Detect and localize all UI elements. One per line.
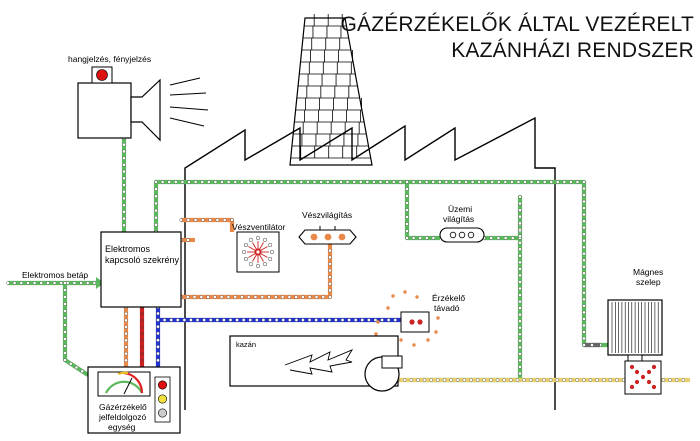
- label-alarm: hangjelzés, fényjelzés: [68, 54, 152, 64]
- title-line-1: GÁZÉRZÉKELŐK ÁLTAL VEZÉRELT: [340, 13, 694, 36]
- label-sensor-2: távadó: [434, 303, 460, 313]
- label-boiler: kazán: [236, 340, 257, 349]
- operating-light: [439, 227, 485, 243]
- label-switch-cabinet-1: Elektromos: [105, 244, 151, 254]
- boiler: [229, 335, 403, 392]
- emergency-fan: [236, 231, 280, 273]
- label-switch-cabinet-2: kapcsoló szekrény: [105, 255, 180, 265]
- switch-cabinet: [100, 231, 182, 308]
- label-processor-1: Gázérzékelő: [99, 402, 147, 412]
- solenoid-valve: [607, 299, 663, 395]
- alarm-siren: [77, 66, 209, 142]
- label-sensor-1: Érzékelő: [432, 293, 466, 303]
- emergency-light: [298, 226, 357, 245]
- label-valve-2: szelep: [636, 277, 661, 287]
- label-processor-3: egység: [108, 422, 136, 432]
- label-emergency-light: Vészvilágítás: [302, 210, 353, 220]
- title-line-2: KAZÁNHÁZI RENDSZER: [451, 39, 694, 62]
- building-outline: [184, 116, 556, 410]
- label-operating-light-1: Üzemi: [448, 204, 473, 214]
- label-power-in: Elektromos betáp: [22, 270, 89, 280]
- label-valve-1: Mágnes: [633, 267, 664, 277]
- label-operating-light-2: világítás: [443, 214, 475, 224]
- label-fan: Vészventilátor: [232, 222, 286, 232]
- label-processor-2: jelfeldolgozó: [99, 412, 147, 422]
- gas-processor-unit: [87, 366, 181, 434]
